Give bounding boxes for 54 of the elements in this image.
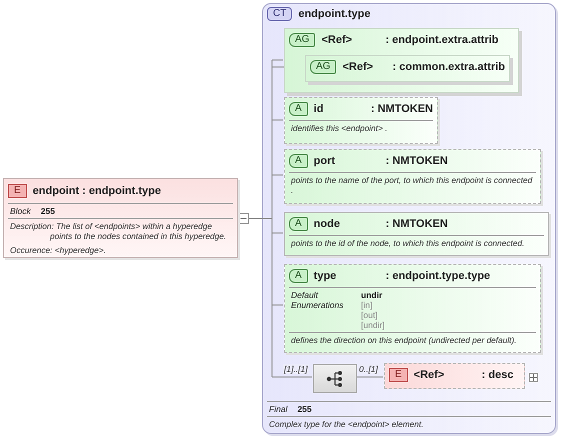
attribute-group-box bbox=[305, 55, 510, 82]
component-name: <Ref> bbox=[414, 369, 446, 381]
property-name: Final bbox=[269, 404, 288, 414]
attribute-box bbox=[284, 264, 541, 353]
property-value: 255 bbox=[297, 404, 312, 414]
complex-type-title: endpoint.type bbox=[298, 8, 370, 20]
type-badge: AG bbox=[310, 60, 336, 74]
type-name: : NMTOKEN bbox=[386, 155, 448, 167]
component-name: type bbox=[314, 270, 338, 282]
type-badge: A bbox=[289, 269, 308, 283]
type-name: : endpoint.type.type bbox=[386, 270, 490, 282]
attribute-box bbox=[284, 149, 541, 204]
description-text: Description: The list of <endpoints> within a hyperedge points to the nodes contained in this hyperedge. bbox=[9, 220, 228, 243]
connector-line bbox=[238, 213, 262, 224]
type-badge: A bbox=[289, 154, 308, 168]
cardinality-label: [1]..[1] bbox=[283, 364, 309, 374]
description-text: defines the direction on this endpoint (undirected per default). bbox=[290, 334, 518, 347]
element-title: endpoint : endpoint.type bbox=[32, 185, 161, 197]
type-name: : endpoint.extra.attrib bbox=[385, 34, 499, 46]
property-value: undir bbox=[361, 290, 384, 300]
type-name: : desc bbox=[482, 369, 514, 381]
property-name: Default bbox=[291, 290, 320, 300]
enumeration-value: [in] bbox=[361, 300, 374, 310]
occurrence-text: Occurence: <hyperedge>. bbox=[9, 244, 107, 257]
description-text: Complex type for the <endpoint> element. bbox=[268, 418, 425, 431]
enumeration-value: [undir] bbox=[361, 320, 385, 330]
property-value: 255 bbox=[40, 206, 55, 216]
component-name: node bbox=[314, 218, 341, 230]
type-badge: E bbox=[8, 184, 27, 198]
description-text: identifies this <endpoint> . bbox=[290, 122, 388, 135]
sequence-box bbox=[313, 364, 357, 393]
connector-line bbox=[356, 376, 384, 378]
enumeration-value: [out] bbox=[361, 310, 379, 320]
component-name: <Ref> bbox=[321, 34, 354, 46]
property-name: Block bbox=[10, 206, 31, 216]
type-name: : common.extra.attrib bbox=[392, 61, 505, 73]
type-name: : NMTOKEN bbox=[370, 103, 433, 115]
type-name: : NMTOKEN bbox=[386, 218, 448, 230]
component-name: <Ref> bbox=[342, 61, 374, 73]
component-name: port bbox=[314, 155, 336, 167]
type-badge: A bbox=[289, 102, 308, 116]
description-text: points to the id of the node, to which this endpoint is connected. bbox=[290, 237, 526, 250]
description-text: points to the name of the port, to which this endpoint is connected . bbox=[290, 174, 534, 197]
type-badge: CT bbox=[267, 7, 292, 21]
attribute-box bbox=[284, 212, 549, 256]
type-badge: AG bbox=[289, 33, 316, 47]
property-name: Enumerations bbox=[291, 300, 344, 310]
attribute-box bbox=[284, 97, 438, 144]
edge-label: 0..[1] bbox=[358, 364, 379, 374]
type-badge: E bbox=[389, 368, 408, 382]
element-box bbox=[3, 178, 238, 258]
component-name: id bbox=[314, 103, 324, 115]
type-badge: A bbox=[289, 217, 308, 231]
attribute-group-box bbox=[284, 28, 519, 93]
